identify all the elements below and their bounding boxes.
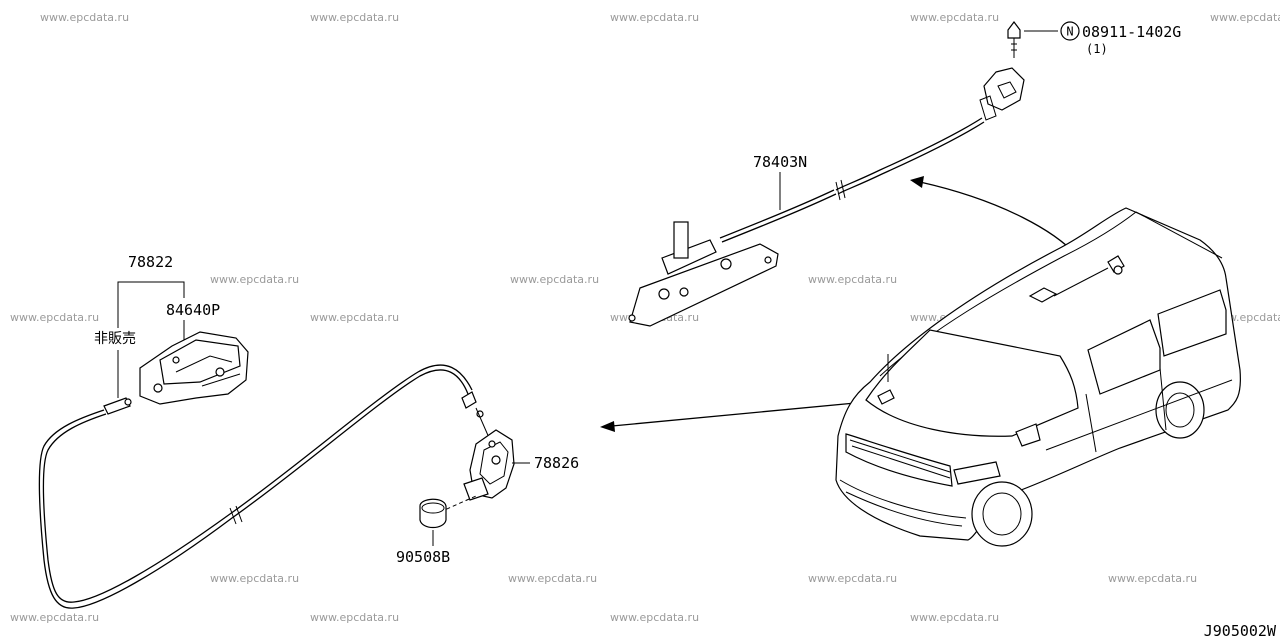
bolt-callout: N 08911-1402G (1) [1060,21,1181,56]
n-mark-circle [1060,21,1080,41]
watermark: www.epcdata.ru [10,611,99,624]
cable-top-callout: 78403N [753,153,807,210]
hood-latch-part [139,331,249,405]
latch-assembly-callout: 78822 84640P 非販売 [94,253,220,398]
watermark: www.epcdata.ru [510,273,599,286]
bracket-part-number: 84640P [166,301,220,319]
watermark: www.epcdata.ru [1210,11,1280,24]
cable-part-number: 78403N [753,153,807,171]
cable-release-handle-part [628,67,1025,327]
watermark: www.epcdata.ru [508,572,597,585]
watermark: www.epcdata.ru [10,311,99,324]
watermark: www.epcdata.ru [40,11,129,24]
diagram-code: J905002W [1204,622,1277,640]
bumper-callout: 90508B [396,548,450,566]
watermark: www.epcdata.ru [808,572,897,585]
watermark: www.epcdata.ru [210,273,299,286]
watermark: www.epcdata.ru [610,611,699,624]
watermark: www.epcdata.ru [910,11,999,24]
not-sold-note: 非販売 [94,331,136,347]
bumper-part-number: 90508B [396,548,450,566]
bumper-rubber-part [419,498,447,546]
lock-part-number: 78826 [534,454,579,472]
watermark: www.epcdata.ru [910,611,999,624]
bolt-quantity: (1) [1086,42,1108,56]
watermark: www.epcdata.ru [610,11,699,24]
lock-callout: 78826 [534,454,579,472]
watermark: www.epcdata.ru [1108,572,1197,585]
bolt-part-number: 08911-1402G [1082,23,1181,41]
hood-lock-part [439,429,530,513]
watermark: www.epcdata.ru [310,11,399,24]
watermark: www.epcdata.ru [310,311,399,324]
bolt-mark: N [1066,25,1073,39]
bolt-part [1007,21,1058,58]
latch-part-number: 78822 [128,253,173,271]
watermark: www.epcdata.ru [808,273,897,286]
vehicle-illustration [835,207,1241,547]
hood-release-cable-part [38,364,491,609]
watermark: www.epcdata.ru [210,572,299,585]
watermark: www.epcdata.ru [310,611,399,624]
